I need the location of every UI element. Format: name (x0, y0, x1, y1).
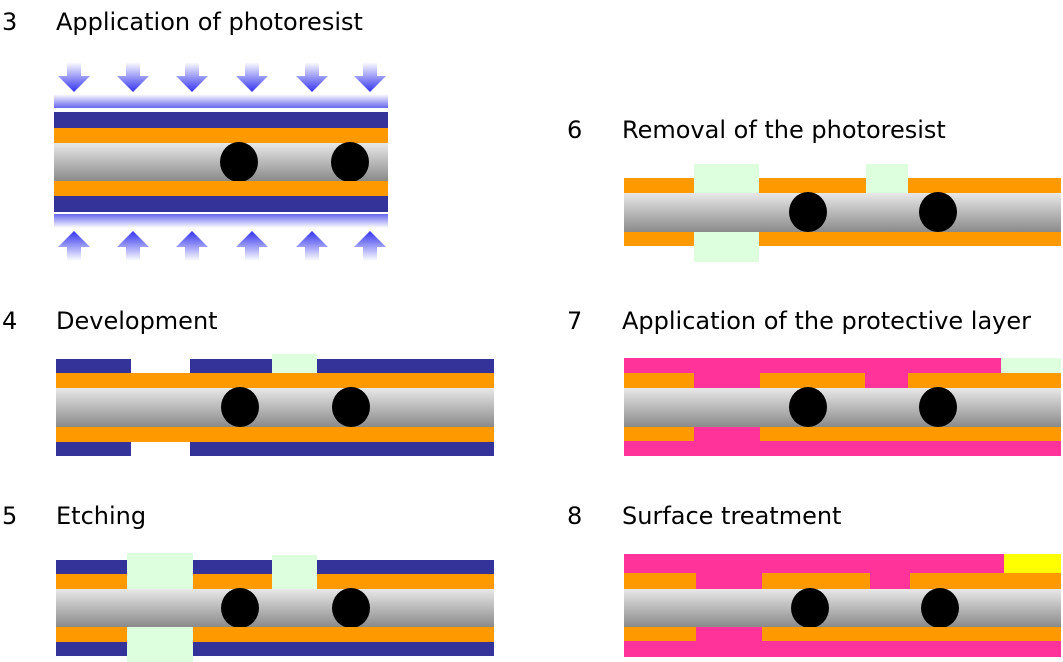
arrow-down-icon (58, 62, 90, 92)
arrow-down-icon (354, 62, 386, 92)
copper-bottom (54, 181, 388, 196)
via-hole (921, 588, 959, 628)
photoresist-top (190, 359, 272, 373)
step-4-diagram (56, 354, 494, 456)
via-hole (221, 588, 259, 628)
photoresist-top (56, 359, 131, 373)
copper-bottom (624, 232, 694, 246)
exposed-pad (1001, 358, 1061, 373)
substrate (56, 388, 494, 427)
light-band-bottom (54, 214, 388, 228)
copper-bottom (624, 427, 694, 441)
step-5-diagram (56, 553, 494, 662)
photoresist-top (317, 359, 494, 373)
step-3-title: Application of photoresist (56, 8, 363, 36)
step-7-diagram (624, 358, 1061, 456)
photoresist-top (56, 560, 127, 574)
copper-top (56, 574, 127, 589)
step-6-diagram (624, 164, 1061, 262)
arrow-up-icon (58, 231, 90, 261)
arrow-up-icon (117, 231, 149, 261)
removed-area (694, 232, 759, 262)
photoresist-bottom (56, 642, 127, 656)
arrow-down-icon (117, 62, 149, 92)
via-hole (331, 142, 369, 182)
substrate (624, 388, 1061, 427)
copper-top (908, 373, 1061, 388)
copper-top (759, 178, 866, 193)
copper-top (624, 573, 696, 589)
copper-top (193, 574, 272, 589)
step-3-diagram (54, 62, 388, 261)
copper-top (624, 178, 694, 193)
via-hole (791, 588, 829, 628)
copper-top (908, 178, 1061, 193)
copper-bottom (624, 627, 696, 641)
copper-top (54, 128, 388, 143)
copper-bottom (762, 627, 1061, 641)
step-8-title: Surface treatment (622, 502, 842, 530)
copper-bottom (56, 427, 494, 442)
via-hole (220, 142, 258, 182)
arrow-down-icon (236, 62, 268, 92)
arrow-down-icon (176, 62, 208, 92)
arrow-up-icon (354, 231, 386, 261)
step-8-number: 8 (567, 502, 583, 530)
arrow-up-icon (176, 231, 208, 261)
step-5-title: Etching (56, 502, 147, 530)
copper-bottom (759, 232, 1061, 246)
substrate (624, 589, 1061, 627)
photoresist-top (317, 560, 494, 574)
via-hole (332, 387, 370, 427)
light-arrows-top (58, 62, 386, 92)
etched-area (127, 627, 193, 662)
via-hole (332, 588, 370, 628)
photoresist-bottom (56, 442, 131, 456)
photoresist-top (193, 560, 272, 574)
copper-bottom (56, 627, 127, 642)
step-5-number: 5 (2, 502, 18, 530)
surface-finish (1004, 554, 1061, 573)
removed-area (866, 164, 908, 193)
removed-area (694, 164, 759, 193)
etched-area (127, 553, 193, 589)
step-4-title: Development (56, 307, 218, 335)
arrow-down-icon (296, 62, 328, 92)
step-4-number: 4 (2, 307, 18, 335)
photoresist-bottom (190, 442, 494, 456)
copper-bottom (760, 427, 1061, 441)
via-hole (919, 387, 957, 427)
step-6-number: 6 (567, 116, 583, 144)
light-band-top (54, 94, 388, 108)
photoresist-bottom (193, 642, 494, 656)
via-hole (789, 387, 827, 427)
substrate (56, 589, 494, 627)
arrow-up-icon (296, 231, 328, 261)
copper-top (56, 373, 494, 388)
copper-bottom (193, 627, 494, 642)
photoresist-bottom (54, 196, 388, 212)
via-hole (221, 387, 259, 427)
via-hole (919, 192, 957, 232)
arrow-up-icon (236, 231, 268, 261)
step-7-number: 7 (567, 307, 583, 335)
copper-top (910, 573, 1061, 589)
photoresist-top (54, 112, 388, 128)
substrate (624, 193, 1061, 232)
copper-top (760, 373, 865, 388)
step-3-number: 3 (2, 8, 18, 36)
copper-top (317, 574, 494, 589)
exposed-area (272, 354, 317, 373)
step-8-diagram (624, 554, 1061, 657)
light-arrows-bottom (58, 231, 386, 261)
step-6-title: Removal of the photoresist (622, 116, 946, 144)
via-hole (789, 192, 827, 232)
etched-area (272, 555, 317, 589)
copper-top (624, 373, 694, 388)
step-7-title: Application of the protective layer (622, 307, 1032, 335)
copper-top (762, 573, 870, 589)
